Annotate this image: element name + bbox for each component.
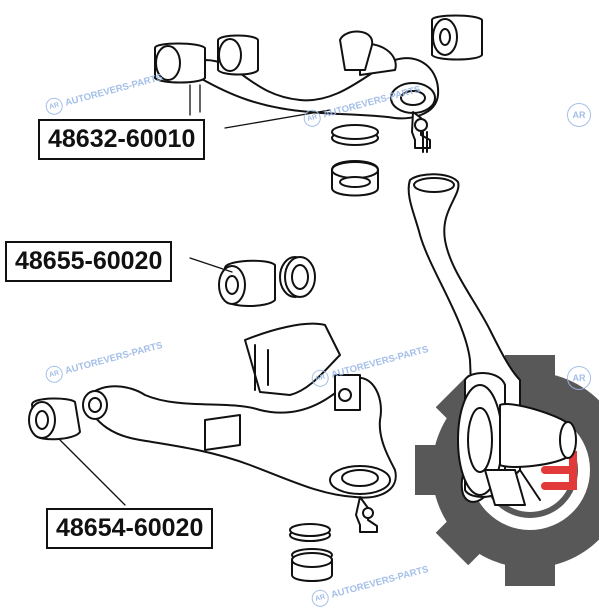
lower-arm-bushing-left xyxy=(28,390,108,441)
upper-arm-bushing-right xyxy=(339,14,483,71)
upper-dust-boot xyxy=(331,124,379,197)
steering-knuckle xyxy=(407,173,577,506)
watermark-logo-icon: AR xyxy=(567,366,591,390)
lower-control-arm xyxy=(84,322,397,533)
part-label-bushing: 48655-60020 xyxy=(5,241,173,282)
part-label-lower-arm: 48654-60020 xyxy=(46,508,214,549)
part-label-upper-arm: 48632-60010 xyxy=(38,119,206,160)
watermark-logo-icon: AR xyxy=(567,103,591,127)
leader-lines xyxy=(59,84,331,506)
lower-dust-boot xyxy=(289,523,333,582)
upper-arm-bushing-center xyxy=(217,34,259,76)
upper-arm-bushing-left xyxy=(154,42,206,84)
middle-bushing xyxy=(218,256,316,307)
watermark-logo-icon: AR xyxy=(309,587,331,609)
